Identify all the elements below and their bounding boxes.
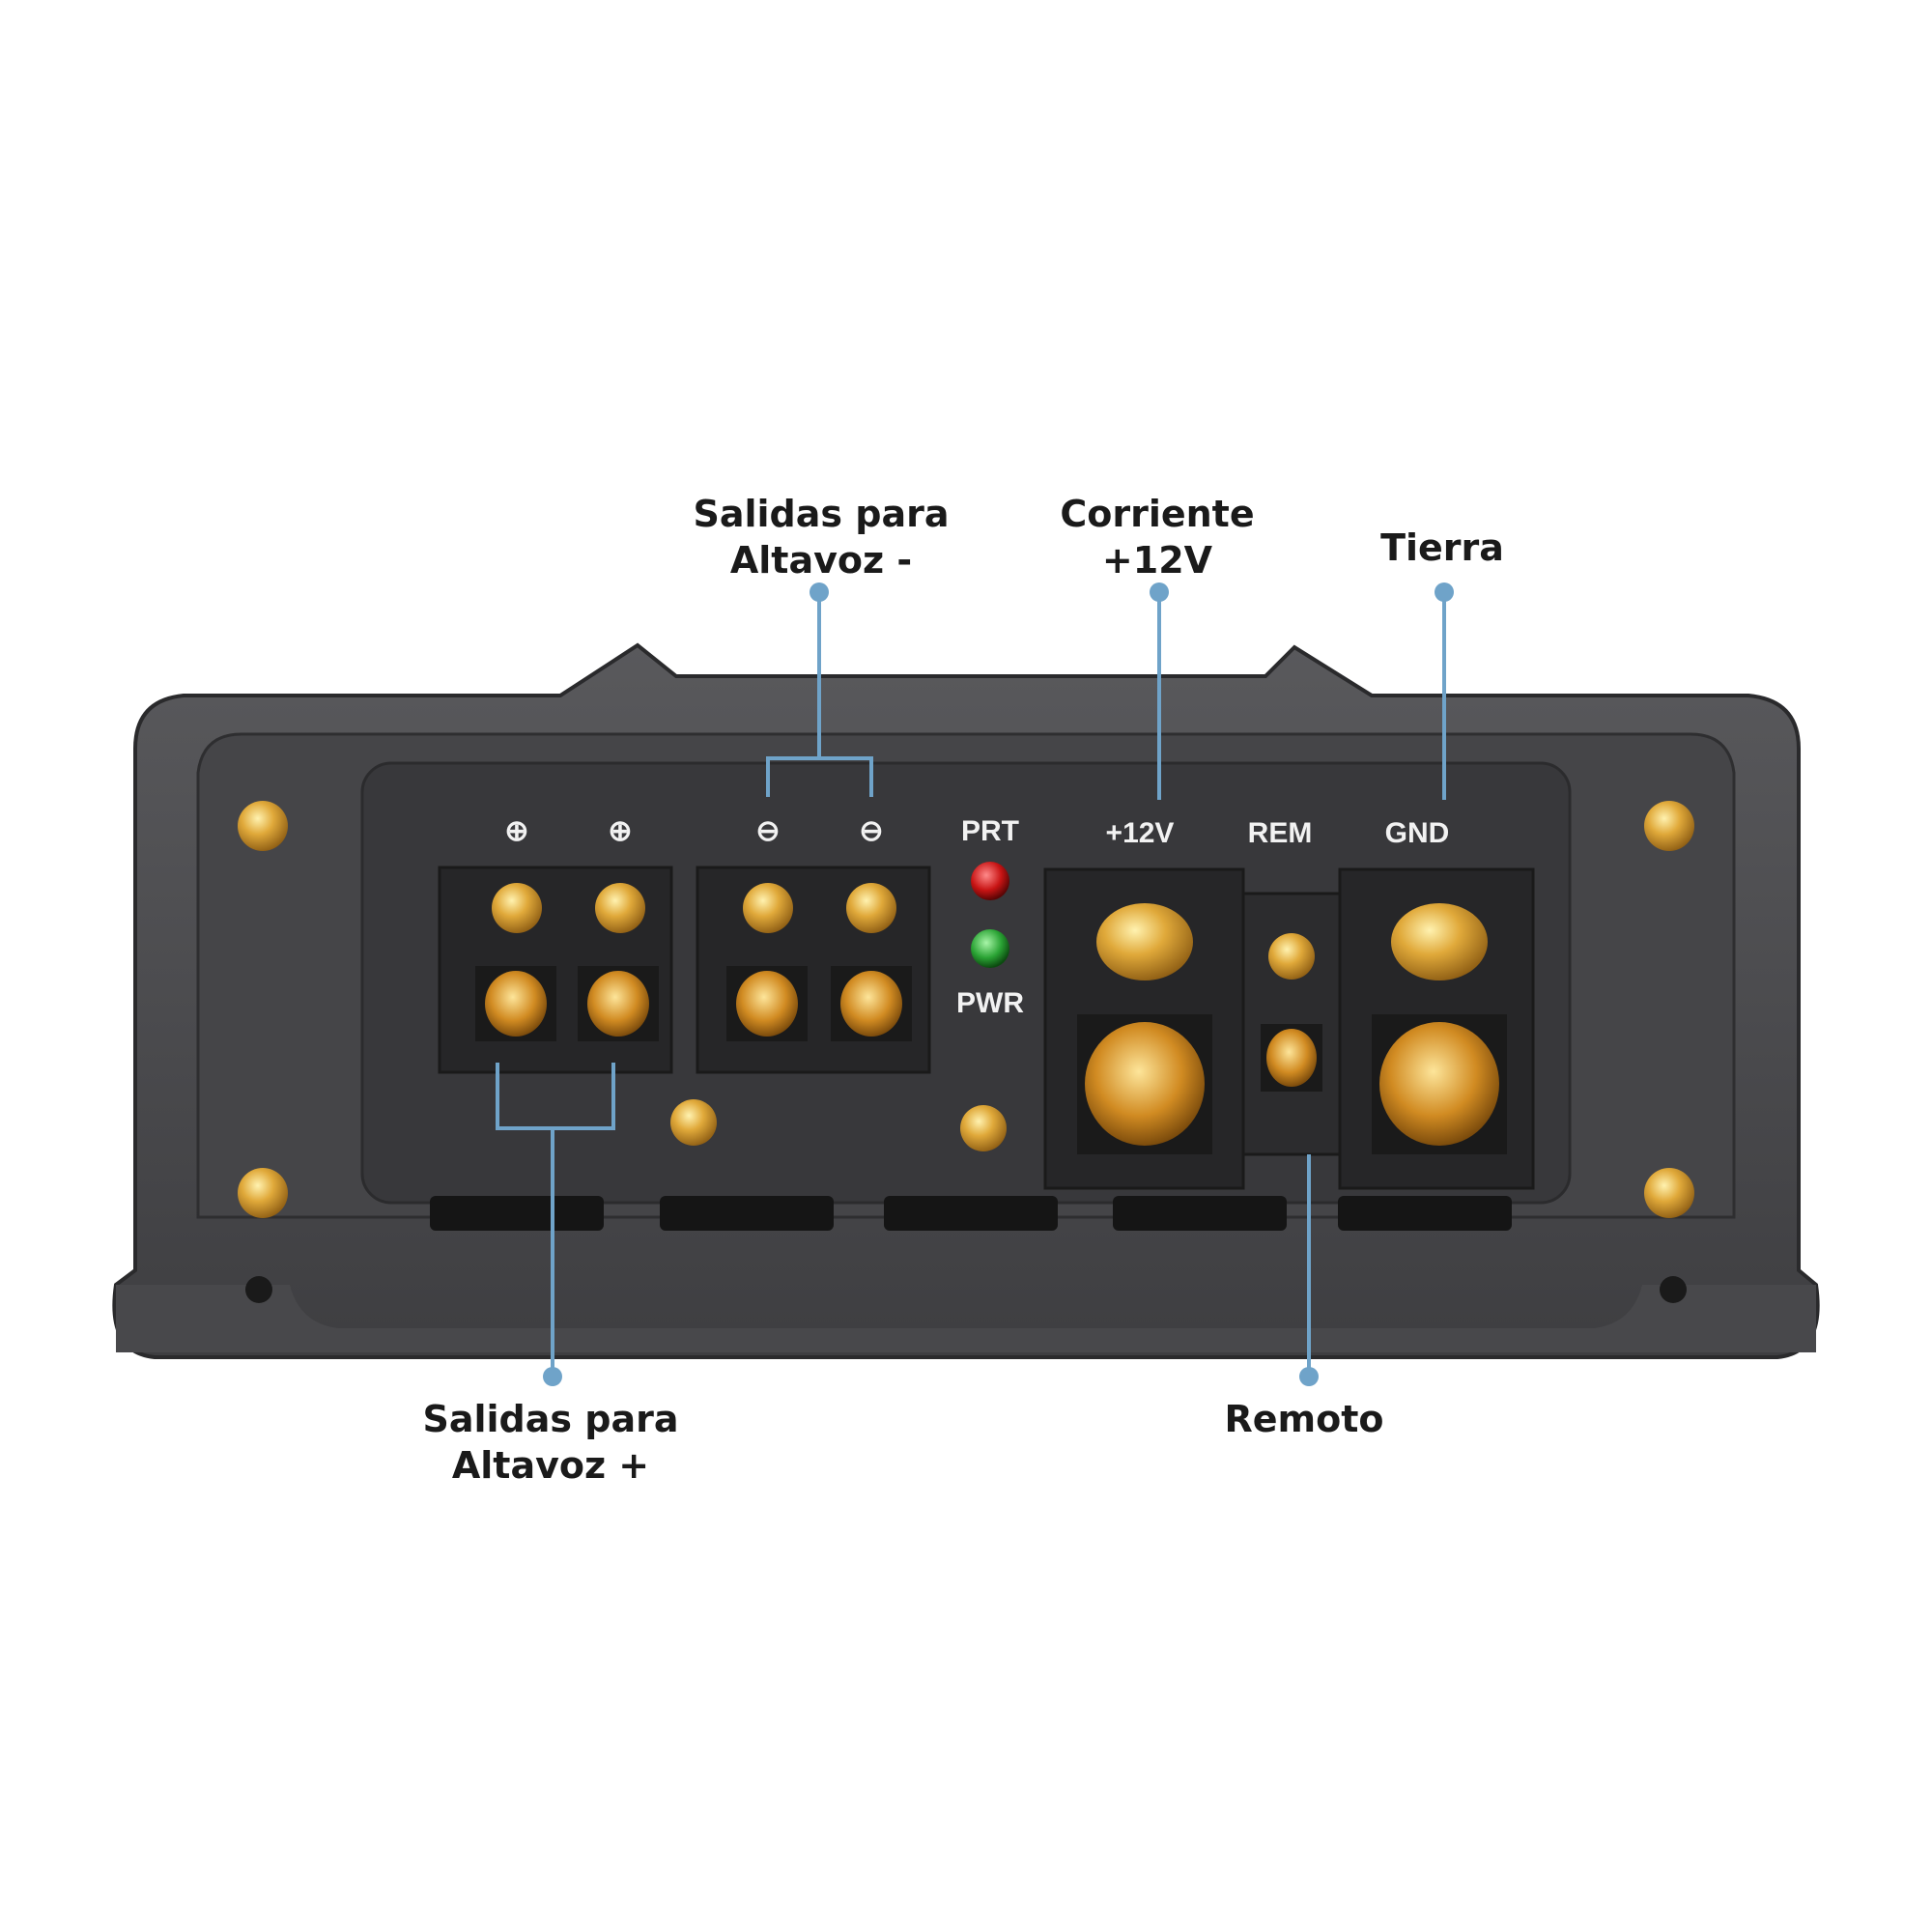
protect-led-icon bbox=[971, 862, 1009, 900]
callout-ground: Tierra bbox=[1380, 526, 1504, 569]
speaker-terminal-hole-icon bbox=[475, 966, 912, 1041]
terminal-symbol-pos-1: ⊕ bbox=[504, 815, 528, 847]
power-label-rem: REM bbox=[1248, 817, 1313, 849]
callout-remote: Remoto bbox=[1224, 1398, 1383, 1440]
callout-pos-outputs-line2: Altavoz + bbox=[452, 1444, 649, 1487]
speaker-terminal-screw-icon bbox=[492, 883, 896, 933]
mounting-hole-right bbox=[1660, 1276, 1687, 1303]
callout-pos-outputs-line1: Salidas para bbox=[423, 1398, 679, 1440]
power-terminal-hole-icon bbox=[1077, 1014, 1507, 1154]
terminal-symbol-neg-1: ⊖ bbox=[755, 815, 780, 847]
leader-lines bbox=[496, 582, 1454, 1386]
callout-neg-outputs-line2: Altavoz - bbox=[730, 539, 912, 582]
power-label-12v: +12V bbox=[1106, 817, 1175, 849]
terminal-symbol-neg-2: ⊖ bbox=[859, 815, 883, 847]
power-label-gnd: GND bbox=[1385, 817, 1450, 849]
terminal-symbol-pos-2: ⊕ bbox=[608, 815, 632, 847]
callout-power-line2: +12V bbox=[1102, 539, 1213, 582]
corner-screw-icon bbox=[238, 801, 1694, 1218]
power-led-icon bbox=[971, 929, 1009, 968]
led-label-prt: PRT bbox=[961, 815, 1019, 847]
led-label-pwr: PWR bbox=[956, 987, 1024, 1019]
callout-power-line1: Corriente bbox=[1060, 493, 1254, 535]
power-terminal-screw-icon bbox=[1096, 903, 1488, 980]
callout-neg-outputs-line1: Salidas para bbox=[694, 493, 950, 535]
vent-slots bbox=[430, 1196, 1512, 1231]
mounting-hole-left bbox=[245, 1276, 272, 1303]
